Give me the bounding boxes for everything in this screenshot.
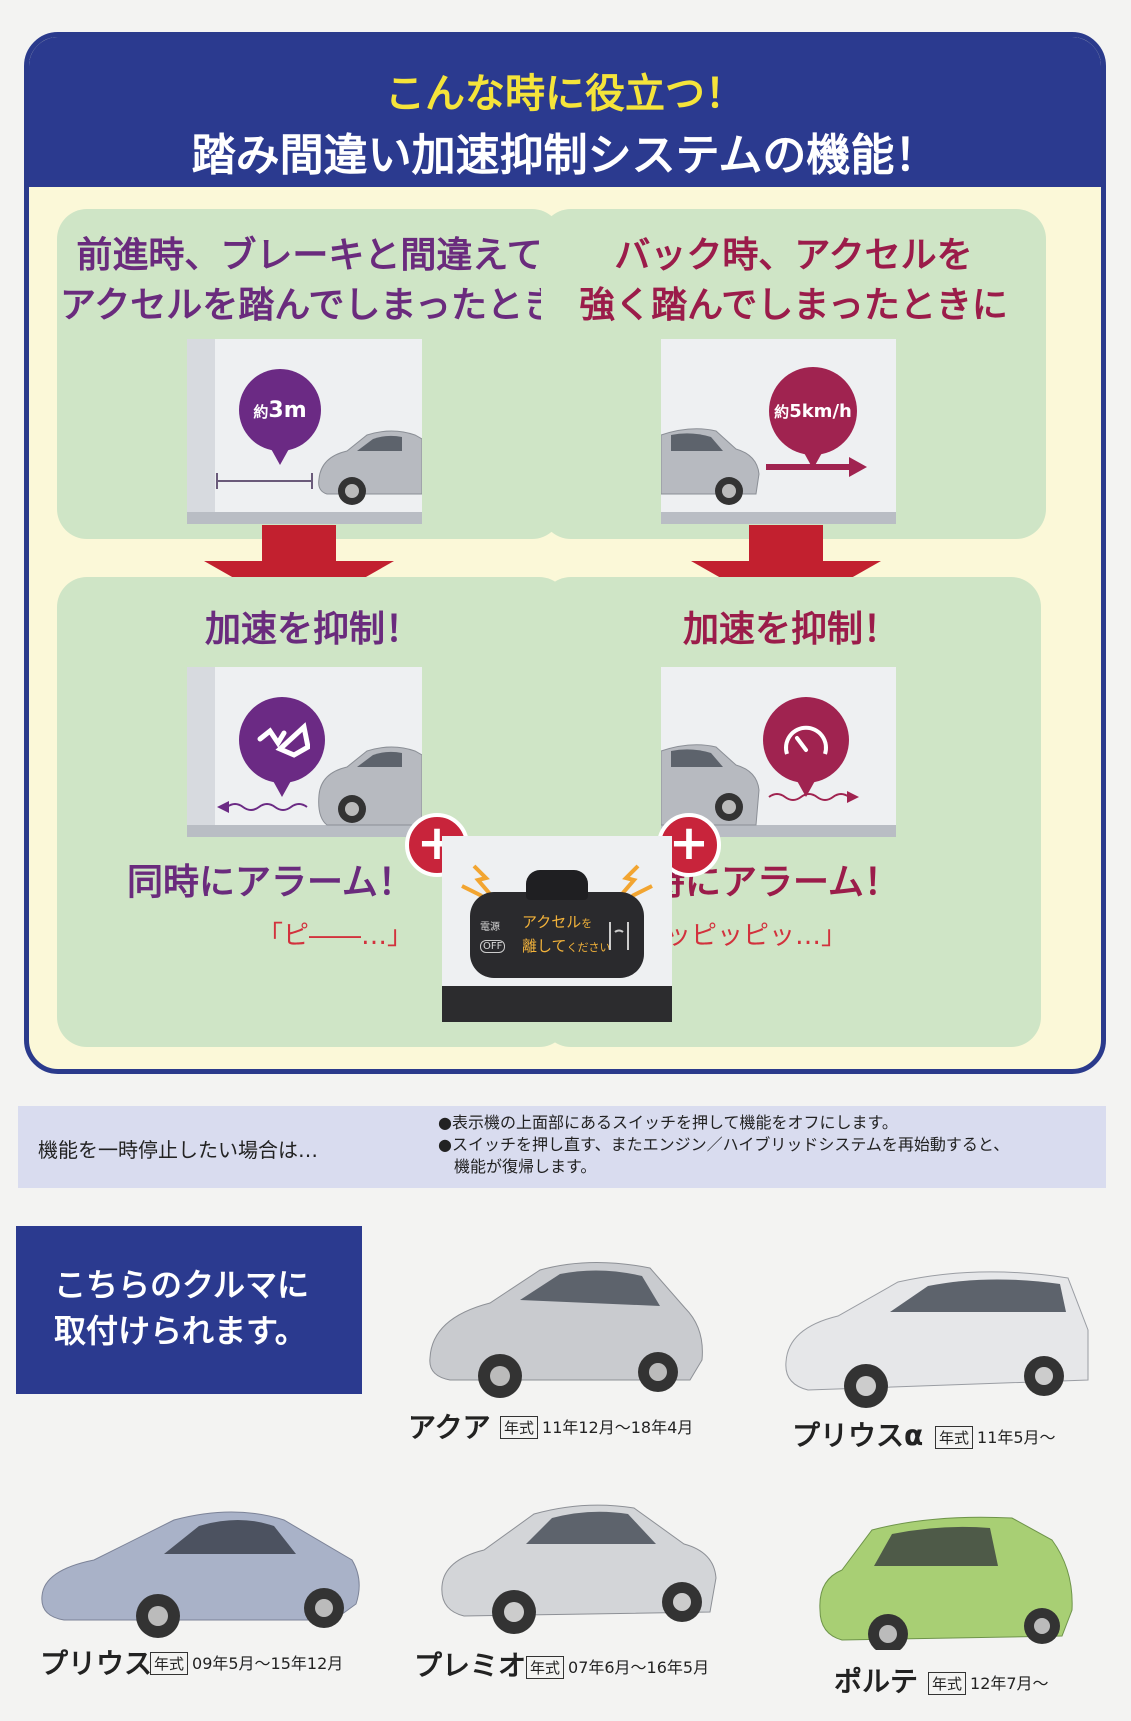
forward-suppressed-scene (187, 667, 422, 837)
alarm-device-illustration: 電源 OFF アクセルを 離してください (442, 836, 672, 1022)
distance-bubble: 約3m (239, 369, 321, 465)
aqua-car-image (429, 1261, 703, 1398)
forward-alarm-sound: 「ピ――…」 (257, 921, 414, 951)
compatible-heading: こちらのクルマに 取付けられます。 (16, 1226, 362, 1394)
forward-result-title: 加速を抑制！ (204, 609, 421, 650)
foot-pedal-icon (257, 722, 310, 758)
forward-car-icon (216, 430, 422, 505)
forward-alarm-title: 同時にアラーム！ (127, 862, 414, 903)
display-line2: 離してください (522, 937, 611, 955)
card-reverse-result: 加速を抑制！ 同時にアラーム！ (541, 577, 1041, 1047)
speed-bubble: 約5km/h (769, 367, 857, 469)
pause-bullet-2: ●スイッチを押し直す、またエンジン／ハイブリッドシステムを再始動すると、 (438, 1135, 1010, 1154)
pause-bullet-2-cont: 機能が復帰します。 (454, 1157, 597, 1176)
forward-scene: 約3m (187, 339, 422, 524)
forward-scenario-line1: 前進時、ブレーキと間違えて (76, 235, 543, 276)
reverse-scene: 約5km/h (661, 339, 896, 524)
prius-car-image (41, 1511, 360, 1638)
reverse-result-title: 加速を抑制！ (682, 609, 899, 650)
car-name-prius-alpha: プリウスα (792, 1419, 924, 1452)
off-switch (526, 870, 588, 900)
pause-bullet-1: ●表示機の上面部にあるスイッチを押して機能をオフにします。 (438, 1113, 898, 1132)
reverse-suppressed-car-icon (661, 744, 859, 826)
car-name-aqua: アクア (408, 1411, 491, 1444)
signal-icon (609, 922, 629, 950)
power-label: 電源 (480, 922, 500, 933)
porte-car-image (819, 1516, 1073, 1650)
pause-lead: 機能を一時停止したい場合は… (38, 1138, 318, 1162)
reverse-scenario-line1: バック時、アクセルを (614, 235, 973, 276)
pause-instructions: ●表示機の上面部にあるスイッチを押して機能をオフにします。 ●スイッチを押し直す… (438, 1112, 1009, 1178)
reverse-scenario-line2: 強く踏んでしまったときに (579, 285, 1008, 326)
display-unit: 電源 OFF アクセルを 離してください (470, 870, 644, 978)
card-reverse-scenario: バック時、アクセルを 強く踏んでしまったときに 約5km/h (541, 209, 1046, 539)
premio-car-image (441, 1504, 717, 1634)
forward-suppressed-car-icon (217, 746, 422, 826)
header-subtitle: こんな時に役立つ！ (385, 71, 745, 117)
alarm-burst-icon (461, 864, 653, 898)
car-name-premio: プレミオ (414, 1649, 527, 1682)
reverse-suppressed-scene (661, 667, 896, 837)
feature-panel: こんな時に役立つ！ 踏み間違い加速抑制システムの機能！ 前進時、ブレーキと間違え… (24, 32, 1106, 1074)
header-title: 踏み間違い加速抑制システムの機能！ (191, 130, 939, 181)
display-line1: アクセルを (522, 913, 593, 931)
pause-info-bar: 機能を一時停止したい場合は… ●表示機の上面部にあるスイッチを押して機能をオフに… (18, 1106, 1106, 1188)
speedometer-icon (784, 725, 828, 755)
car-name-prius: プリウス (40, 1647, 153, 1680)
off-label: OFF (480, 940, 506, 953)
prius-alpha-car-image (785, 1271, 1089, 1408)
pedal-foot-bubble (239, 697, 325, 797)
card-forward-scenario: 前進時、ブレーキと間違えて アクセルを踏んでしまったときに 約3m (57, 209, 562, 539)
car-name-porte: ポルテ (834, 1665, 919, 1698)
wall (187, 339, 215, 524)
card-forward-result: 加速を抑制！ 同時にアラーム！ 「ピ― (57, 577, 569, 1047)
speedometer-bubble (763, 697, 849, 797)
panel-header: こんな時に役立つ！ 踏み間違い加速抑制システムの機能！ (29, 37, 1101, 187)
